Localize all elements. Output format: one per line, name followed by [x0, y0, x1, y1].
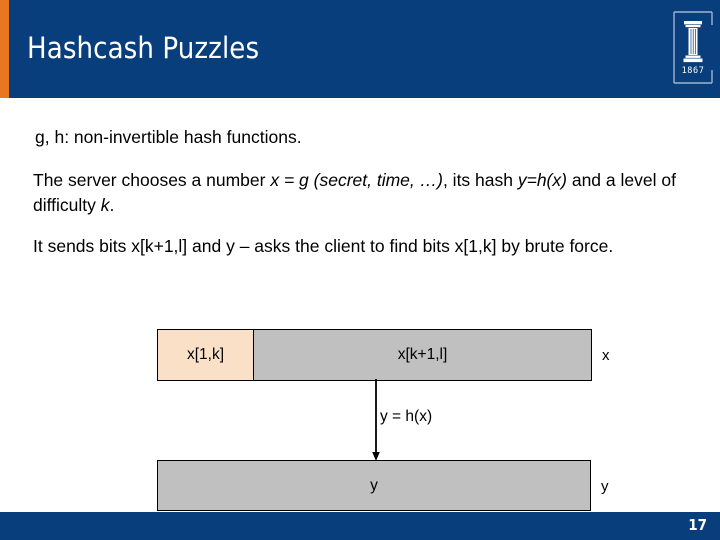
- paragraph-hash-functions: g, h: non-invertible hash functions.: [35, 127, 302, 147]
- text-run-1: The server chooses a number: [33, 170, 271, 190]
- diagram-box-known-bits: x[k+1,l]: [253, 329, 592, 381]
- page-title: Hashcash Puzzles: [27, 31, 260, 65]
- page-number: 17: [688, 516, 707, 534]
- header-accent-bar: [0, 0, 9, 98]
- diagram-box-hash-value: y: [157, 460, 591, 511]
- text-run-italic-3: k: [100, 195, 110, 215]
- diagram-label-x: x: [602, 347, 610, 364]
- paragraph-server-chooses: The server chooses a number x = g (secre…: [33, 168, 683, 218]
- university-logo: 1867: [671, 11, 715, 85]
- text-run-3: and a level of difficulty: [33, 170, 676, 215]
- slide-header: Hashcash Puzzles 1867: [0, 0, 720, 98]
- hash-arrow-icon: [372, 379, 380, 461]
- diagram-box-secret-bits: x[1,k]: [157, 329, 254, 381]
- logo-year: 1867: [682, 66, 705, 76]
- text-run-4: .: [109, 195, 115, 215]
- diagram-arrow-label: y = h(x): [380, 408, 433, 425]
- text-run-2: , its hash: [442, 170, 518, 190]
- diagram-label-y: y: [601, 478, 609, 495]
- paragraph-it-sends-bits: It sends bits x[k+1,l] and y – asks the …: [33, 236, 614, 256]
- block-i-logo-icon: 1867: [673, 11, 713, 84]
- slide-footer: 17: [0, 512, 720, 540]
- text-run-italic-1: x = g (secret, time, …): [270, 170, 443, 190]
- text-run-italic-2: y=h(x): [517, 170, 567, 190]
